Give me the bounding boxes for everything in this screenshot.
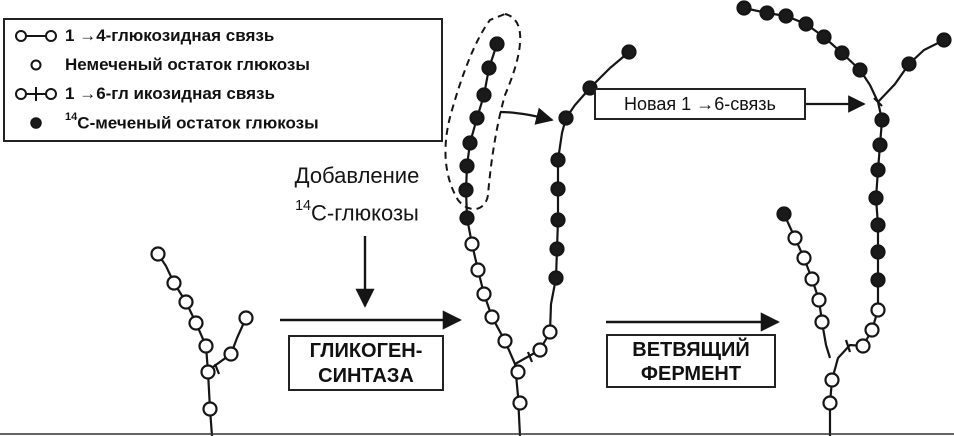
legend-row-1-4-bond: 1 →4-глюкозидная связь: [13, 26, 274, 46]
alpha-1-4-link-icon: [15, 30, 57, 42]
glycogen-synthase-box: ГЛИКОГЕН- СИНТАЗА: [288, 335, 444, 391]
legend-1-6-text: 1 →6-гл икозидная связь: [65, 84, 275, 103]
synthase-line-1: ГЛИКОГЕН-: [309, 340, 423, 362]
elongated-unlabeled-residues: [464, 236, 558, 411]
open-circle-icon: [30, 59, 42, 71]
glycogen-molecule-initial: [150, 246, 254, 436]
alpha-1-6-link-icon: [15, 87, 57, 101]
glycogen-molecule-branched: [736, 0, 952, 436]
glycogen-molecule-elongated: [444, 12, 637, 436]
initial-1-6-bond-tick: [213, 363, 221, 375]
initial-branch-chain: [205, 317, 248, 373]
legend-row-labeled: 14С-меченый остаток глюкозы: [13, 111, 319, 134]
branched-old-1-6-bond-tick: [844, 339, 852, 353]
legend-labeled-text: 14С-меченый остаток глюкозы: [65, 111, 319, 133]
legend-row-unlabeled: Немеченый остаток глюкозы: [13, 55, 310, 75]
branching-enzyme-box: ВЕТВЯЩИЙ ФЕРМЕНТ: [606, 334, 776, 388]
legend-box: 1 →4-глюкозидная связь Немеченый остаток…: [3, 18, 443, 142]
legend-unlabeled-text: Немеченый остаток глюкозы: [65, 55, 310, 74]
addition-line-2: 14С-глюкозы: [295, 197, 419, 226]
transfer-arrow: [499, 107, 554, 125]
legend-row-1-6-bond: 1 →6-гл икозидная связь: [13, 84, 275, 104]
addition-label: Добавление 14С-глюкозы: [272, 160, 442, 229]
initial-residues: [150, 246, 254, 417]
addition-line-1: Добавление: [294, 163, 420, 188]
transfer-segment-dashed-outline: [444, 12, 522, 210]
enzyme-line-2: ФЕРМЕНТ: [640, 363, 742, 385]
new-bond-text: Новая 1 →6-связь: [624, 94, 776, 114]
elongated-main-chain: [464, 43, 522, 436]
branched-unlabeled-residues: [787, 230, 886, 411]
filled-circle-icon: [30, 117, 42, 130]
synthase-line-2: СИНТАЗА: [318, 365, 414, 387]
new-1-6-bond-tick: [873, 97, 883, 107]
new-bond-label-box: Новая 1 →6-связь: [594, 88, 806, 120]
enzyme-line-1: ВЕТВЯЩИЙ: [632, 339, 750, 361]
elongated-labeled-residues: [458, 36, 637, 286]
legend-1-4-text: 1 →4-глюкозидная связь: [65, 26, 275, 45]
branched-labeled-residues: [736, 0, 952, 288]
elongated-1-6-bond-tick: [526, 351, 534, 363]
